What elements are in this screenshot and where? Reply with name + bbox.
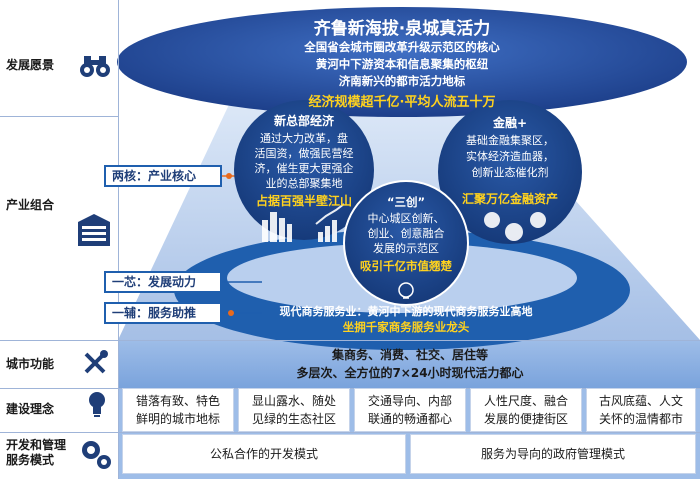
hq-economy-highlight: 占据百强半壁江山 <box>255 194 352 208</box>
construction-cell-transit: 交通导向、内部 联通的畅通都心 <box>354 388 466 432</box>
hq-economy-title: 新总部经济 <box>273 114 334 128</box>
construction-cell-streets: 人性尺度、融合 发展的便捷街区 <box>470 388 582 432</box>
cell-text: 见绿的生态社区 <box>251 412 336 426</box>
finance-line-3: 创新业态催化剂 <box>471 166 549 179</box>
label-one-support: 一辅：服务助推 <box>104 302 222 324</box>
finance-title: 金融+ <box>492 116 528 130</box>
label-one-core: 一芯：发展动力 <box>104 271 222 293</box>
lightbulb-icon <box>89 392 105 417</box>
vision-line-2: 黄河中下游资本和信息聚集的枢纽 <box>315 57 489 71</box>
row-label-construction: 建设理念 <box>6 402 55 416</box>
cell-text: 关怀的温情都市 <box>598 412 683 426</box>
row-label-management: 开发和管理服务模式 <box>6 438 67 467</box>
cell-text: 显山露水、随处 <box>251 394 336 408</box>
cell-text: 联通的畅通都心 <box>367 412 452 426</box>
finance-highlight: 汇聚万亿金融资产 <box>461 192 558 206</box>
three-chuang-line-3: 发展的示范区 <box>373 242 439 255</box>
row-divider <box>0 340 700 341</box>
construction-cell-landmark: 错落有致、特色 鲜明的城市地标 <box>122 388 234 432</box>
three-chuang-highlight: 吸引千亿市值翘楚 <box>360 259 452 273</box>
vision-highlight: 经济规模超千亿·平均人流五十万 <box>308 95 496 110</box>
three-chuang-title: “三创” <box>386 195 426 209</box>
column-divider <box>118 0 119 479</box>
business-services-highlight: 坐拥千家商务服务业龙头 <box>342 320 470 334</box>
ppp-development-model: 公私合作的开发模式 <box>122 434 406 474</box>
vision-line-3: 济南新兴的都市活力地标 <box>338 74 466 88</box>
three-chuang-line-1: 中心城区创新、 <box>367 212 445 225</box>
cell-text: 错落有致、特色 <box>135 394 220 408</box>
cell-text: 鲜明的城市地标 <box>135 412 220 426</box>
tools-icon <box>84 350 108 374</box>
hq-economy-line-2: 活国资，做强民营经 <box>254 147 354 160</box>
cell-text: 古风底蕴、人文 <box>598 394 683 408</box>
city-function-line-2: 多层次、全方位的7×24小时现代活力都心 <box>296 366 524 380</box>
hq-economy-line-3: 济，催生更大更强企 <box>254 162 354 175</box>
row-label-vision: 发展愿景 <box>6 58 55 72</box>
construction-cell-culture: 古风底蕴、人文 关怀的温情都市 <box>586 388 696 432</box>
finance-line-2: 实体经济造血器， <box>466 150 554 163</box>
binoculars-icon <box>80 56 110 77</box>
row-label-city-function: 城市功能 <box>6 357 55 371</box>
building-icon <box>78 214 110 246</box>
row-divider <box>0 388 700 389</box>
three-chuang-line-2: 创业、创意融合 <box>367 227 445 240</box>
vision-title: 齐鲁新海拔·泉城真活力 <box>313 19 491 39</box>
government-service-model: 服务为导向的政府管理模式 <box>410 434 696 474</box>
city-function-line-1: 集商务、消费、社交、居住等 <box>331 348 488 362</box>
construction-cell-eco: 显山露水、随处 见绿的生态社区 <box>238 388 350 432</box>
label-two-cores: 两核：产业核心 <box>104 165 222 187</box>
cell-text: 人性尺度、融合 <box>483 394 568 408</box>
row-divider <box>0 432 700 433</box>
finance-line-1: 基础金融集聚区， <box>466 134 554 147</box>
hq-economy-line-4: 业的总部聚集地 <box>265 177 343 190</box>
row-label-industry: 产业组合 <box>6 198 55 212</box>
vision-line-1: 全国省会城市圈改革升级示范区的核心 <box>304 40 500 54</box>
cell-text: 交通导向、内部 <box>367 394 452 408</box>
cell-text: 发展的便捷街区 <box>483 412 568 426</box>
gears-icon <box>82 441 111 469</box>
business-services-text: 现代商务服务业：黄河中下游的现代商务服务业高地 <box>279 305 533 318</box>
row-divider <box>0 116 118 117</box>
hq-economy-line-1: 通过大力改革，盘 <box>260 132 348 145</box>
